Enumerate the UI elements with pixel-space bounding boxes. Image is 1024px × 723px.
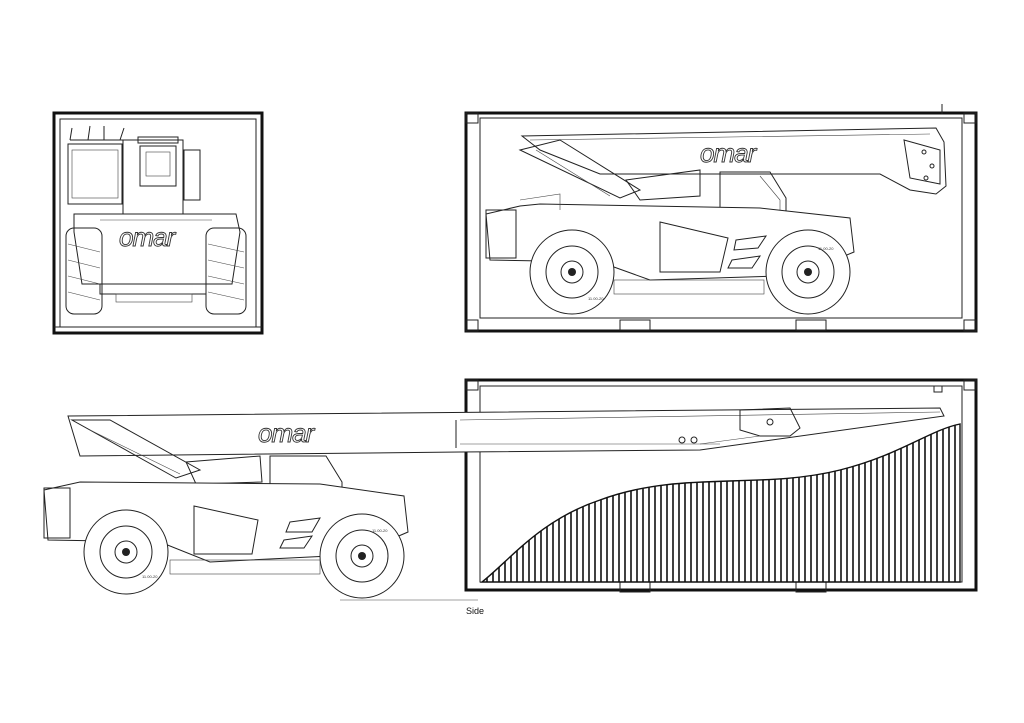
boom-stowed (520, 127, 947, 195)
svg-text:11.00-20: 11.00-20 (142, 574, 158, 579)
brand-logo-front: omar (119, 222, 177, 252)
loading-view: omar 11.00-20 (43, 378, 978, 616)
corrugated-wall-cutaway (479, 423, 961, 583)
left-wheel-front (65, 227, 103, 315)
rear-wheel-stowed: 11.00-20 (529, 229, 615, 315)
svg-text:11.00-20: 11.00-20 (372, 528, 388, 533)
right-wheel-front (205, 227, 247, 315)
front-machine: omar (65, 125, 247, 315)
front-view: omar (52, 111, 264, 335)
container-end-frame (52, 111, 264, 335)
side-view-label: Side (466, 606, 484, 616)
loading-machine: omar 11.00-20 (43, 407, 945, 599)
front-wheel-loading: 11.00-20 (319, 513, 405, 599)
brand-logo-loading: omar (258, 418, 316, 448)
front-wheel-stowed: 11.00-20 (765, 229, 851, 315)
boom-extended (67, 407, 945, 457)
container-top-frame (464, 104, 978, 333)
svg-text:11.00-20: 11.00-20 (818, 246, 834, 251)
rear-wheel-loading: 11.00-20 (83, 509, 169, 595)
brand-logo-stowed: omar (700, 138, 758, 168)
svg-text:11.00-20: 11.00-20 (588, 296, 604, 301)
stowed-view: omar 11.00-20 (464, 104, 978, 333)
stowed-machine: omar 11.00-20 (485, 127, 947, 315)
